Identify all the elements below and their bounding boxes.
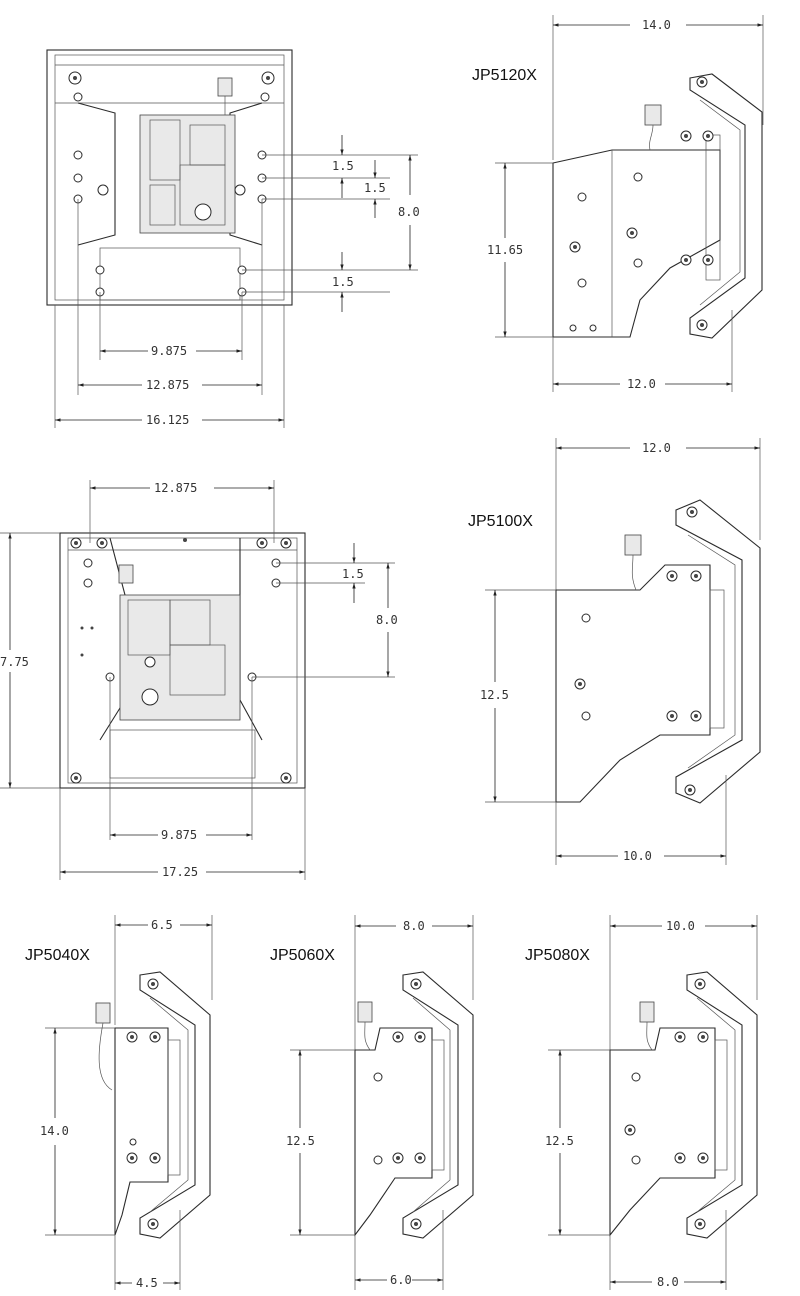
dim-jp5080x-top: 10.0 — [666, 919, 695, 933]
dim-v3: 8.0 — [398, 205, 420, 219]
jp5120x-side-view: JP5120X 14.0 11.65 — [472, 15, 764, 392]
dim-jp5040x-bottom: 4.5 — [136, 1276, 158, 1290]
dim-jp5100x-top: 12.0 — [642, 441, 671, 455]
dim-jp5100x-height: 12.5 — [480, 688, 509, 702]
jp5100x-side-view: JP5100X 12.0 12.5 10.0 — [468, 438, 761, 865]
dim-jp5080x-bottom: 8.0 — [657, 1275, 679, 1289]
dim-jp5120x-bottom: 12.0 — [627, 377, 656, 391]
jp5040x-side-view: JP5040X 6.5 14.0 4.5 — [25, 915, 213, 1290]
dim-mid-w-top: 12.875 — [154, 481, 197, 495]
model-label-jp5100x: JP5100X — [468, 513, 533, 530]
dim-jp5120x-top: 14.0 — [642, 18, 671, 32]
mid-front-view — [0, 480, 395, 880]
model-label-jp5120x: JP5120X — [472, 67, 537, 84]
dim-mid-height: 7.75 — [0, 655, 29, 669]
dim-mid-w1: 9.875 — [161, 828, 197, 842]
dim-jp5060x-top: 8.0 — [403, 919, 425, 933]
jp5080x-side-view: JP5080X 10.0 12.5 8.0 — [525, 915, 758, 1290]
dim-mid-w2: 17.25 — [162, 865, 198, 879]
dim-w3: 16.125 — [146, 413, 189, 427]
dim-jp5100x-bottom: 10.0 — [623, 849, 652, 863]
dim-jp5040x-top: 6.5 — [151, 918, 173, 932]
dim-jp5080x-height: 12.5 — [545, 1134, 574, 1148]
model-label-jp5040x: JP5040X — [25, 947, 90, 964]
model-label-jp5060x: JP5060X — [270, 947, 335, 964]
dim-v2: 1.5 — [364, 181, 386, 195]
dim-mid-v1: 1.5 — [342, 567, 364, 581]
dim-jp5120x-height: 11.65 — [487, 243, 523, 257]
dim-w2: 12.875 — [146, 378, 189, 392]
top-front-dimensions: 1.5 1.5 8.0 1.5 9.875 12.875 16.125 — [55, 135, 420, 427]
jp5060x-side-view: JP5060X 8.0 12.5 6.0 — [270, 915, 474, 1290]
dim-w1: 9.875 — [151, 344, 187, 358]
dim-mid-v2: 8.0 — [376, 613, 398, 627]
dim-jp5060x-height: 12.5 — [286, 1134, 315, 1148]
dim-v1: 1.5 — [332, 159, 354, 173]
dim-jp5040x-height: 14.0 — [40, 1124, 69, 1138]
mid-front-dimensions: 12.875 1.5 8.0 7.75 9.875 17.25 — [0, 481, 398, 879]
top-front-view — [46, 49, 418, 428]
dim-v4: 1.5 — [332, 275, 354, 289]
dim-jp5060x-bottom: 6.0 — [390, 1273, 412, 1287]
model-label-jp5080x: JP5080X — [525, 947, 590, 964]
